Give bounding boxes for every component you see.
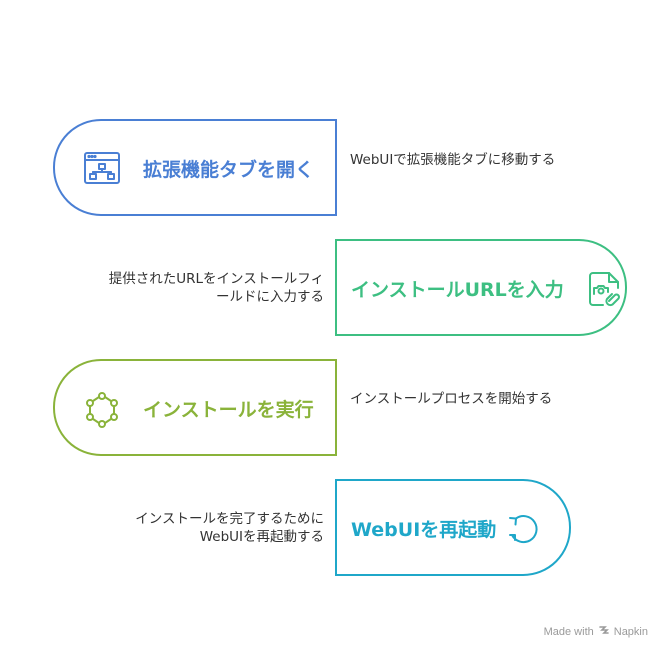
made-with-napkin: Made with Napkin: [544, 624, 648, 639]
step-3-description: インストールプロセスを開始する: [350, 391, 553, 407]
napkin-logo-icon: [598, 624, 610, 639]
step-4-title: WebUIを再起動: [351, 519, 497, 541]
hexagon-cycle-icon: [84, 392, 120, 432]
sitemap-icon: [84, 152, 120, 188]
step-2-pill: インストールURLを入力: [335, 239, 627, 336]
step-1-pill: 拡張機能タブを開く: [53, 119, 337, 216]
step-1-title: 拡張機能タブを開く: [143, 159, 315, 181]
step-1-description: WebUIで拡張機能タブに移動する: [350, 152, 556, 168]
step-3-pill: インストールを実行: [53, 359, 337, 456]
step-4-pill: WebUIを再起動: [335, 479, 571, 576]
napkin-brand: Napkin: [613, 625, 648, 638]
step-2-title: インストールURLを入力: [351, 279, 564, 301]
step-2-description: 提供されたURLをインストールフィールドに入力する: [108, 271, 324, 305]
step-3-title: インストールを実行: [143, 399, 314, 421]
made-with-label: Made with: [543, 625, 594, 638]
restart-icon: [507, 513, 539, 549]
step-4-description: インストールを完了するためにWebUIを再起動する: [135, 511, 324, 545]
photo-link-icon: [587, 271, 623, 311]
